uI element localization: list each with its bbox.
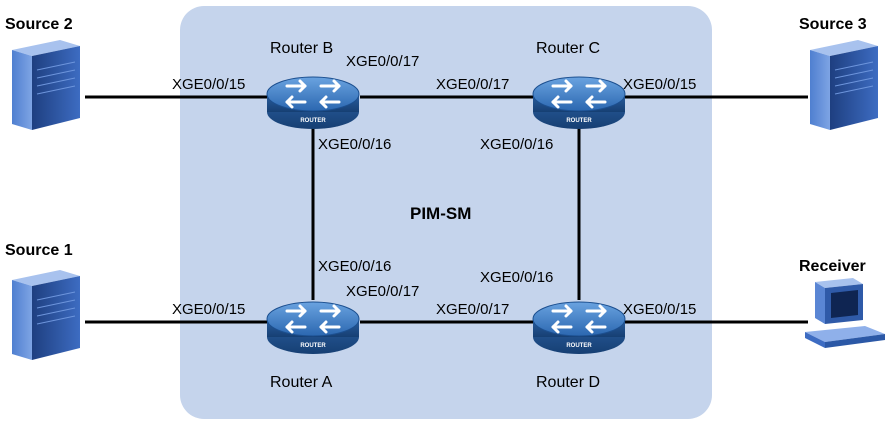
source2-server-icon[interactable]	[11, 39, 81, 131]
port-label-b-source2: XGE0/0/15	[172, 76, 245, 93]
receiver-label: Receiver	[799, 258, 866, 275]
port-label-a-b: XGE0/0/16	[318, 258, 391, 275]
port-label-c-source3: XGE0/0/15	[623, 76, 696, 93]
source3-server-icon[interactable]	[809, 39, 879, 131]
port-label-b-a: XGE0/0/16	[318, 136, 391, 153]
router-badge: ROUTER	[566, 118, 592, 124]
router-a-label: Router A	[270, 374, 333, 391]
pim-sm-label: PIM-SM	[410, 204, 471, 223]
router-d-label: Router D	[536, 374, 600, 391]
router-d[interactable]: ROUTER	[531, 300, 627, 356]
router-c-label: Router C	[536, 40, 600, 57]
router-badge: ROUTER	[566, 343, 592, 349]
source2-label: Source 2	[5, 16, 73, 33]
port-label-c-d: XGE0/0/16	[480, 136, 553, 153]
router-b-label: Router B	[270, 40, 333, 57]
router-badge: ROUTER	[300, 343, 326, 349]
port-label-d-a: XGE0/0/17	[436, 301, 509, 318]
port-label-c-b: XGE0/0/17	[436, 76, 509, 93]
port-label-a-d: XGE0/0/17	[346, 283, 419, 300]
port-label-d-c: XGE0/0/16	[480, 269, 553, 286]
router-b[interactable]: ROUTER	[265, 75, 361, 131]
port-label-d-receiver: XGE0/0/15	[623, 301, 696, 318]
source3-label: Source 3	[799, 16, 867, 33]
source1-label: Source 1	[5, 242, 73, 259]
links	[85, 95, 808, 324]
port-label-a-source1: XGE0/0/15	[172, 301, 245, 318]
receiver-pc-icon[interactable]	[805, 278, 885, 348]
source1-server-icon[interactable]	[11, 269, 81, 361]
router-c[interactable]: ROUTER	[531, 75, 627, 131]
port-label-b-c: XGE0/0/17	[346, 53, 419, 70]
router-badge: ROUTER	[300, 118, 326, 124]
router-a[interactable]: ROUTER	[265, 300, 361, 356]
